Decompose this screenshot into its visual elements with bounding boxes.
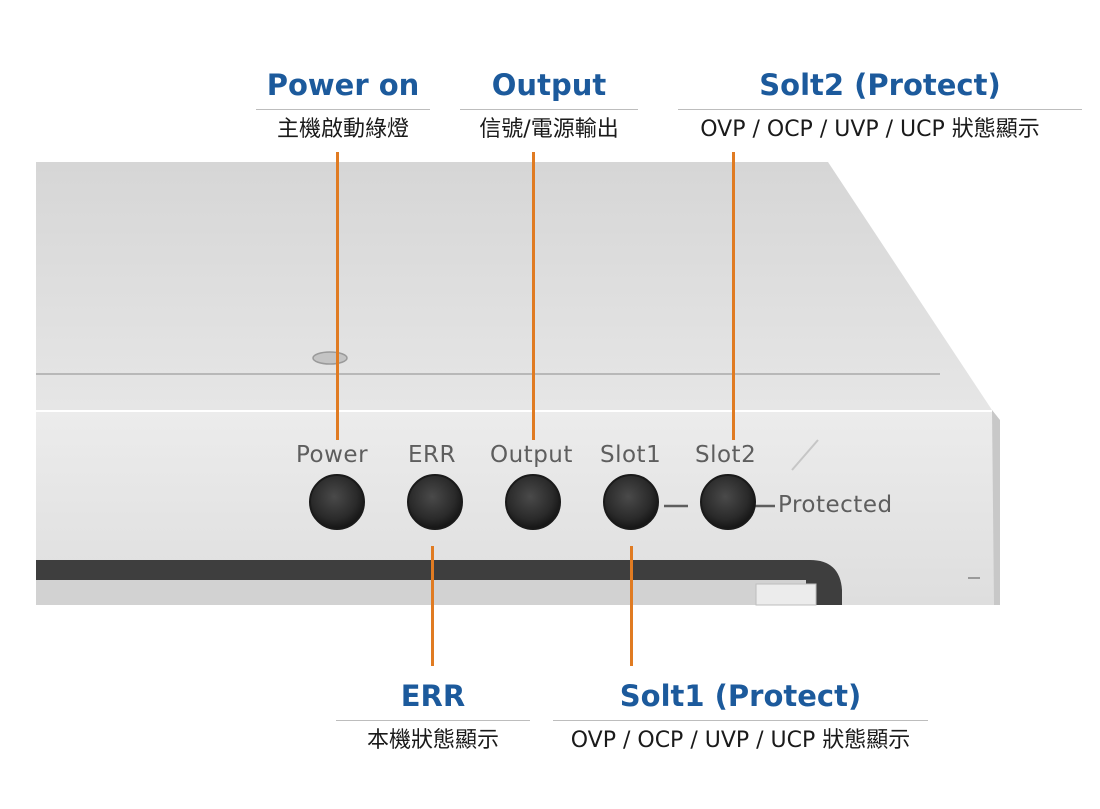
power-led-button bbox=[309, 474, 365, 530]
leader-power bbox=[336, 152, 339, 440]
slot2-led-button bbox=[700, 474, 756, 530]
panel-label-slot1: Slot1 bbox=[600, 442, 662, 468]
callout-output-rule bbox=[460, 109, 638, 110]
chassis-side bbox=[992, 410, 1000, 605]
callout-slot1-desc: OVP / OCP / UVP / UCP 狀態顯示 bbox=[570, 728, 911, 753]
callout-power-on-rule bbox=[256, 109, 430, 110]
panel-mark bbox=[791, 439, 819, 471]
callout-slot1-rule bbox=[553, 720, 928, 721]
chassis-top bbox=[36, 162, 992, 410]
panel-label-err: ERR bbox=[408, 442, 456, 468]
callout-slot2-title: Solt2 (Protect) bbox=[759, 68, 1001, 102]
callout-power-on-desc: 主機啟動綠燈 bbox=[276, 117, 409, 142]
err-led-button bbox=[407, 474, 463, 530]
callout-slot1-title: Solt1 (Protect) bbox=[619, 679, 862, 713]
callout-output-title: Output bbox=[491, 68, 607, 102]
callout-err-rule bbox=[336, 720, 530, 721]
panel-label-protected: Protected bbox=[778, 492, 893, 518]
panel-label-power: Power bbox=[296, 442, 369, 468]
callout-output-desc: 信號/電源輸出 bbox=[479, 117, 619, 142]
callout-err-desc: 本機狀態顯示 bbox=[366, 728, 499, 753]
leader-slot2 bbox=[732, 152, 735, 440]
panel-label-slot2: Slot2 bbox=[695, 442, 757, 468]
callout-slot2-rule bbox=[678, 109, 1082, 110]
callout-err-title: ERR bbox=[400, 679, 466, 713]
screw-hole bbox=[312, 351, 348, 365]
output-led-button bbox=[505, 474, 561, 530]
panel-label-output: Output bbox=[490, 442, 573, 468]
callout-slot2-desc: OVP / OCP / UVP / UCP 狀態顯示 bbox=[700, 117, 1040, 142]
callout-power-on-title: Power on bbox=[266, 68, 420, 102]
leader-output bbox=[532, 152, 535, 440]
leader-slot1 bbox=[630, 546, 633, 666]
leader-err bbox=[431, 546, 434, 666]
slot1-led-button bbox=[603, 474, 659, 530]
